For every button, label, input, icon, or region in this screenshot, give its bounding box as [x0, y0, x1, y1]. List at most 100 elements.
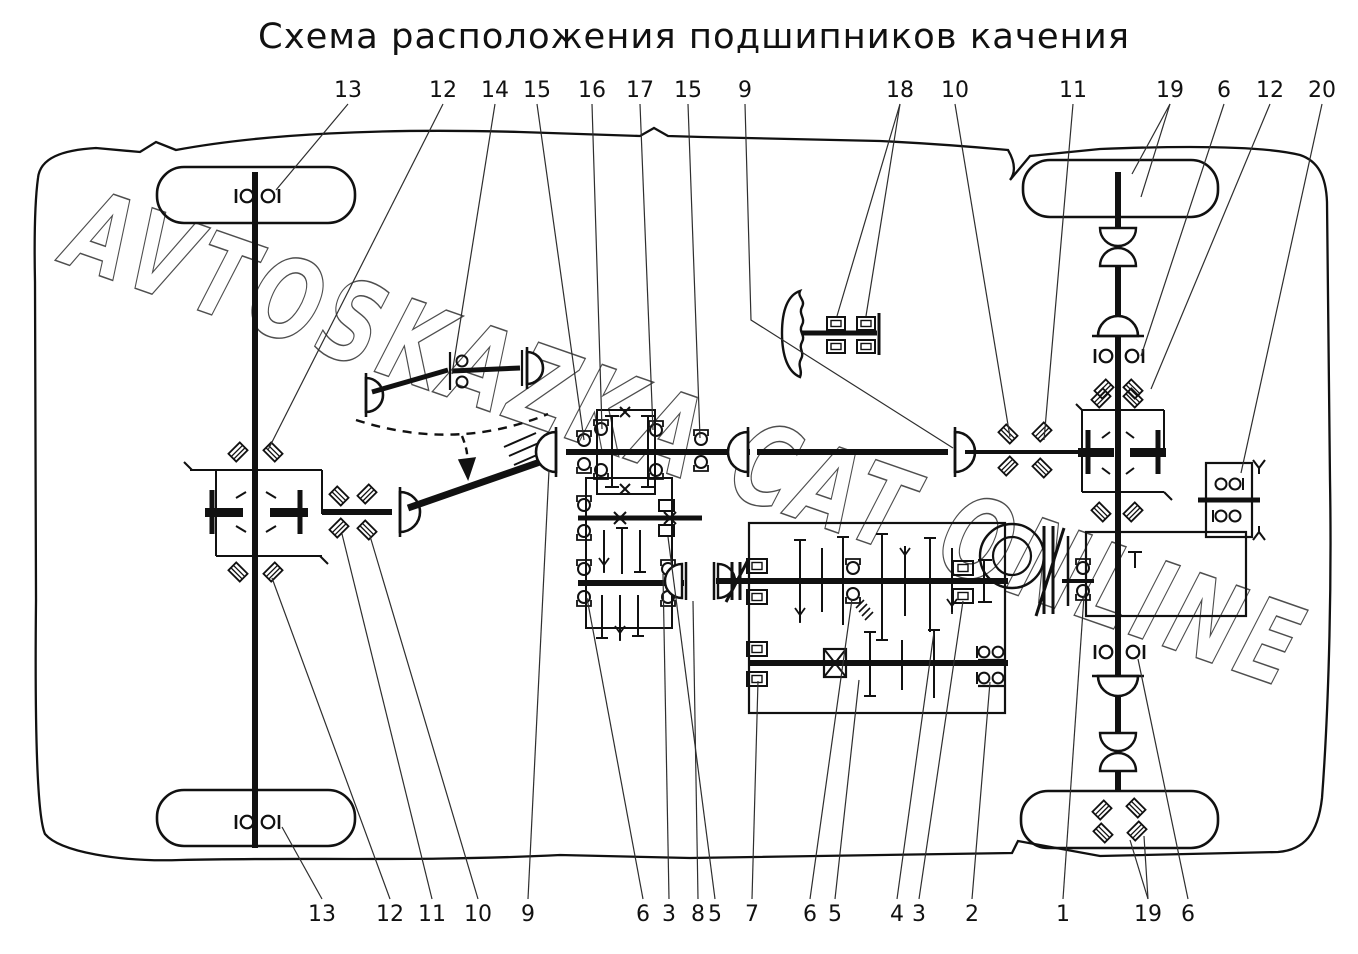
drawing-stroke — [1130, 448, 1166, 457]
drawing-stroke — [1076, 561, 1090, 575]
callout-number: 12 — [429, 78, 457, 103]
drawing-stroke — [991, 645, 1005, 659]
leader-line — [662, 573, 670, 900]
drawing-stroke — [1125, 504, 1139, 518]
drawing-stroke — [1090, 501, 1112, 523]
callout-number: 15 — [523, 78, 551, 103]
drawing-stroke — [239, 188, 255, 204]
drawing-stroke — [614, 625, 621, 634]
drawing-stroke — [946, 598, 953, 607]
drawing-stroke — [359, 525, 372, 538]
drawing-stroke — [328, 485, 350, 507]
drawing-stroke — [1031, 421, 1053, 443]
drawing-stroke — [1096, 393, 1109, 406]
callout-6-top: 6 — [1140, 78, 1231, 357]
callout-number: 3 — [912, 902, 926, 927]
leader-line — [865, 103, 901, 317]
drawing-stroke — [997, 455, 1019, 477]
callout-7-bottom: 7 — [745, 680, 759, 927]
drawing-stroke — [356, 483, 378, 505]
drawing-stroke — [1163, 491, 1173, 501]
drawing-stroke — [361, 522, 375, 536]
callout-12-bottom: 12 — [271, 577, 404, 927]
leader-line — [971, 681, 991, 900]
drawing-stroke — [746, 558, 768, 574]
drawing-stroke — [1125, 644, 1141, 660]
leader-line — [281, 826, 323, 900]
drawing-stroke — [823, 648, 847, 678]
drawing-stroke — [957, 563, 969, 573]
drawing-stroke — [1129, 823, 1143, 837]
leader-line — [687, 103, 701, 439]
drawing-stroke — [1031, 457, 1053, 479]
drawing-stroke — [899, 547, 906, 556]
drawing-stroke — [508, 441, 542, 457]
callout-19-top: 19 — [1131, 78, 1184, 198]
drawing-stroke — [1034, 463, 1047, 476]
drawing-stroke — [860, 342, 872, 351]
drawing-stroke — [977, 645, 991, 659]
callout-number: 18 — [886, 78, 914, 103]
drawing-stroke — [799, 607, 806, 616]
drawing-stroke — [1090, 387, 1112, 409]
drawing-stroke — [1214, 477, 1228, 491]
callout-5-bottom: 5 — [667, 536, 722, 927]
drawing-stroke — [1098, 644, 1114, 660]
leader-line — [1150, 103, 1271, 390]
drawing-stroke — [751, 674, 763, 684]
drawing-stroke — [230, 567, 243, 580]
drawing-stroke — [1122, 387, 1144, 409]
drawing-stroke — [260, 814, 276, 830]
drawing-stroke — [270, 508, 308, 517]
drawing-stroke — [997, 423, 1019, 445]
leader-line — [836, 103, 901, 317]
callout-19-bottom: 19 — [1129, 835, 1162, 927]
drawing-stroke — [265, 564, 279, 578]
drawing-stroke — [577, 433, 591, 447]
callout-number: 6 — [636, 902, 650, 927]
leader-line — [639, 103, 654, 431]
drawing-stroke — [398, 490, 422, 534]
drawing-stroke — [846, 561, 860, 575]
leader-line — [527, 469, 550, 900]
drawing-stroke — [267, 444, 281, 458]
drawing-stroke — [648, 420, 664, 427]
drawing-stroke — [1125, 797, 1147, 819]
drawing-stroke — [262, 561, 284, 583]
callout-number: 13 — [334, 78, 362, 103]
drawing-stroke — [577, 590, 591, 604]
drawing-stroke — [1031, 457, 1053, 479]
drawing-stroke — [726, 430, 750, 474]
leader-line — [1043, 103, 1074, 441]
callout-number: 3 — [662, 902, 676, 927]
drawing-stroke — [1125, 393, 1138, 406]
drawing-stroke — [328, 517, 350, 539]
leader-line — [369, 535, 479, 900]
drawing-stroke — [694, 432, 708, 446]
drawing-stroke — [1094, 802, 1108, 816]
drawing-stroke — [356, 519, 378, 541]
drawing-stroke — [576, 467, 592, 474]
leader-line — [267, 103, 444, 451]
drawing-stroke — [826, 339, 846, 354]
drawing-stroke — [1127, 390, 1141, 404]
drawing-stroke — [746, 589, 768, 605]
callout-number: 8 — [691, 902, 705, 927]
drawing-stroke — [830, 319, 842, 328]
leader-line — [1129, 839, 1149, 900]
drawing-stroke — [660, 600, 676, 607]
drawing-stroke — [845, 597, 861, 604]
drawing-stroke — [1090, 387, 1112, 409]
drawing-stroke — [780, 288, 805, 379]
drawing-stroke — [1125, 467, 1135, 475]
drawing-stroke — [619, 483, 631, 495]
callout-6-bottom: 6 — [1137, 658, 1195, 927]
drawing-stroke — [649, 423, 663, 437]
drawing-stroke — [1090, 501, 1112, 523]
drawing-stroke — [1252, 531, 1260, 541]
drawing-stroke — [991, 671, 1005, 685]
drawing-stroke — [328, 517, 350, 539]
drawing-stroke — [855, 599, 865, 609]
leader-line — [954, 103, 1011, 438]
